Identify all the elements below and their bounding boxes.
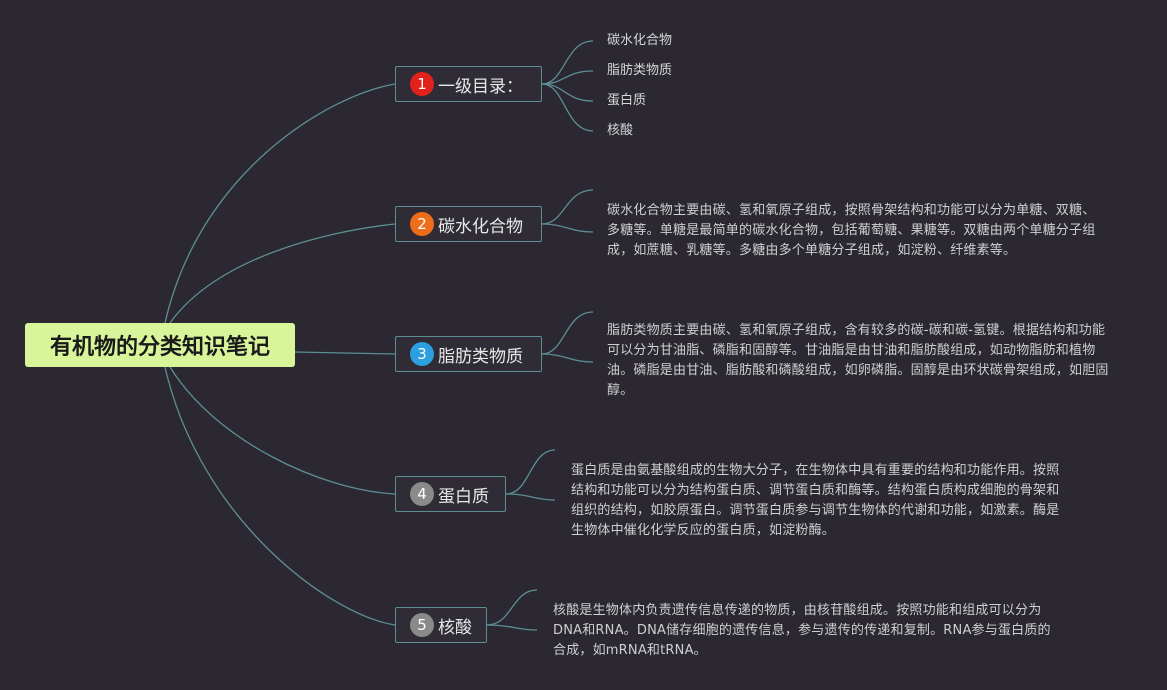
root-node[interactable]: 有机物的分类知识笔记: [25, 323, 295, 367]
toc-item-lipid[interactable]: 脂肪类物质: [607, 63, 673, 78]
number-badge-4: 4: [410, 482, 434, 506]
branch-node-protein[interactable]: 4 蛋白质: [395, 476, 506, 512]
toc-item-nucleic-acid[interactable]: 核酸: [607, 123, 634, 138]
toc-item-protein[interactable]: 蛋白质: [607, 93, 647, 108]
branch-label: 脂肪类物质: [438, 346, 523, 367]
branch-node-nucleic-acid[interactable]: 5 核酸: [395, 607, 487, 643]
connector-root-branch-5: [164, 366, 396, 626]
connector-desc-5-top: [486, 589, 538, 626]
root-node-label: 有机物的分类知识笔记: [49, 335, 270, 360]
branch-node-toc[interactable]: 1 一级目录：: [395, 66, 542, 102]
protein-description[interactable]: 蛋白质是由氨基酸组成的生物大分子，在生物体中具有重要的结构和功能作用。按照结构和…: [571, 463, 1060, 538]
toc-item-carbohydrate[interactable]: 碳水化合物: [607, 33, 673, 48]
branch-node-lipid[interactable]: 3 脂肪类物质: [395, 336, 542, 372]
number-badge-3: 3: [410, 342, 434, 366]
connector-root-branch-4: [169, 366, 396, 495]
branch-label: 核酸: [438, 617, 472, 638]
connector-root-branch-1: [164, 83, 396, 324]
lipid-description[interactable]: 脂肪类物质主要由碳、氢和氧原子组成，含有较多的碳-碳和碳-氢键。根据结构和功能可…: [607, 323, 1109, 398]
nucleic-acid-description[interactable]: 核酸是生物体内负责遗传信息传递的物质，由核苷酸组成。按照功能和组成可以分为DNA…: [553, 603, 1051, 658]
connector-toc-1: [541, 40, 594, 85]
number-badge-2: 2: [410, 212, 434, 236]
connector-desc-3-top: [541, 311, 594, 355]
branch-node-carbohydrate[interactable]: 2 碳水化合物: [395, 206, 542, 242]
branch-label: 一级目录：: [438, 76, 523, 97]
carbohydrate-description[interactable]: 碳水化合物主要由碳、氢和氧原子组成，按照骨架结构和功能可以分为单糖、双糖、多糖等…: [607, 203, 1096, 258]
branch-label: 蛋白质: [438, 486, 489, 507]
connector-desc-2-top: [541, 189, 594, 225]
connector-root-branch-2: [169, 223, 396, 324]
connector-desc-4-top: [505, 449, 556, 495]
connector-toc-2: [541, 70, 594, 85]
connector-desc-3-bottom: [541, 353, 594, 363]
number-badge-5: 5: [410, 613, 434, 637]
connector-toc-4: [541, 83, 594, 132]
connector-desc-5-bottom: [486, 624, 538, 631]
number-badge-1: 1: [410, 72, 434, 96]
connector-desc-2-bottom: [541, 223, 594, 233]
branch-label: 碳水化合物: [438, 216, 523, 237]
connector-root-branch-3: [294, 351, 396, 355]
connector-desc-4-bottom: [505, 493, 556, 501]
